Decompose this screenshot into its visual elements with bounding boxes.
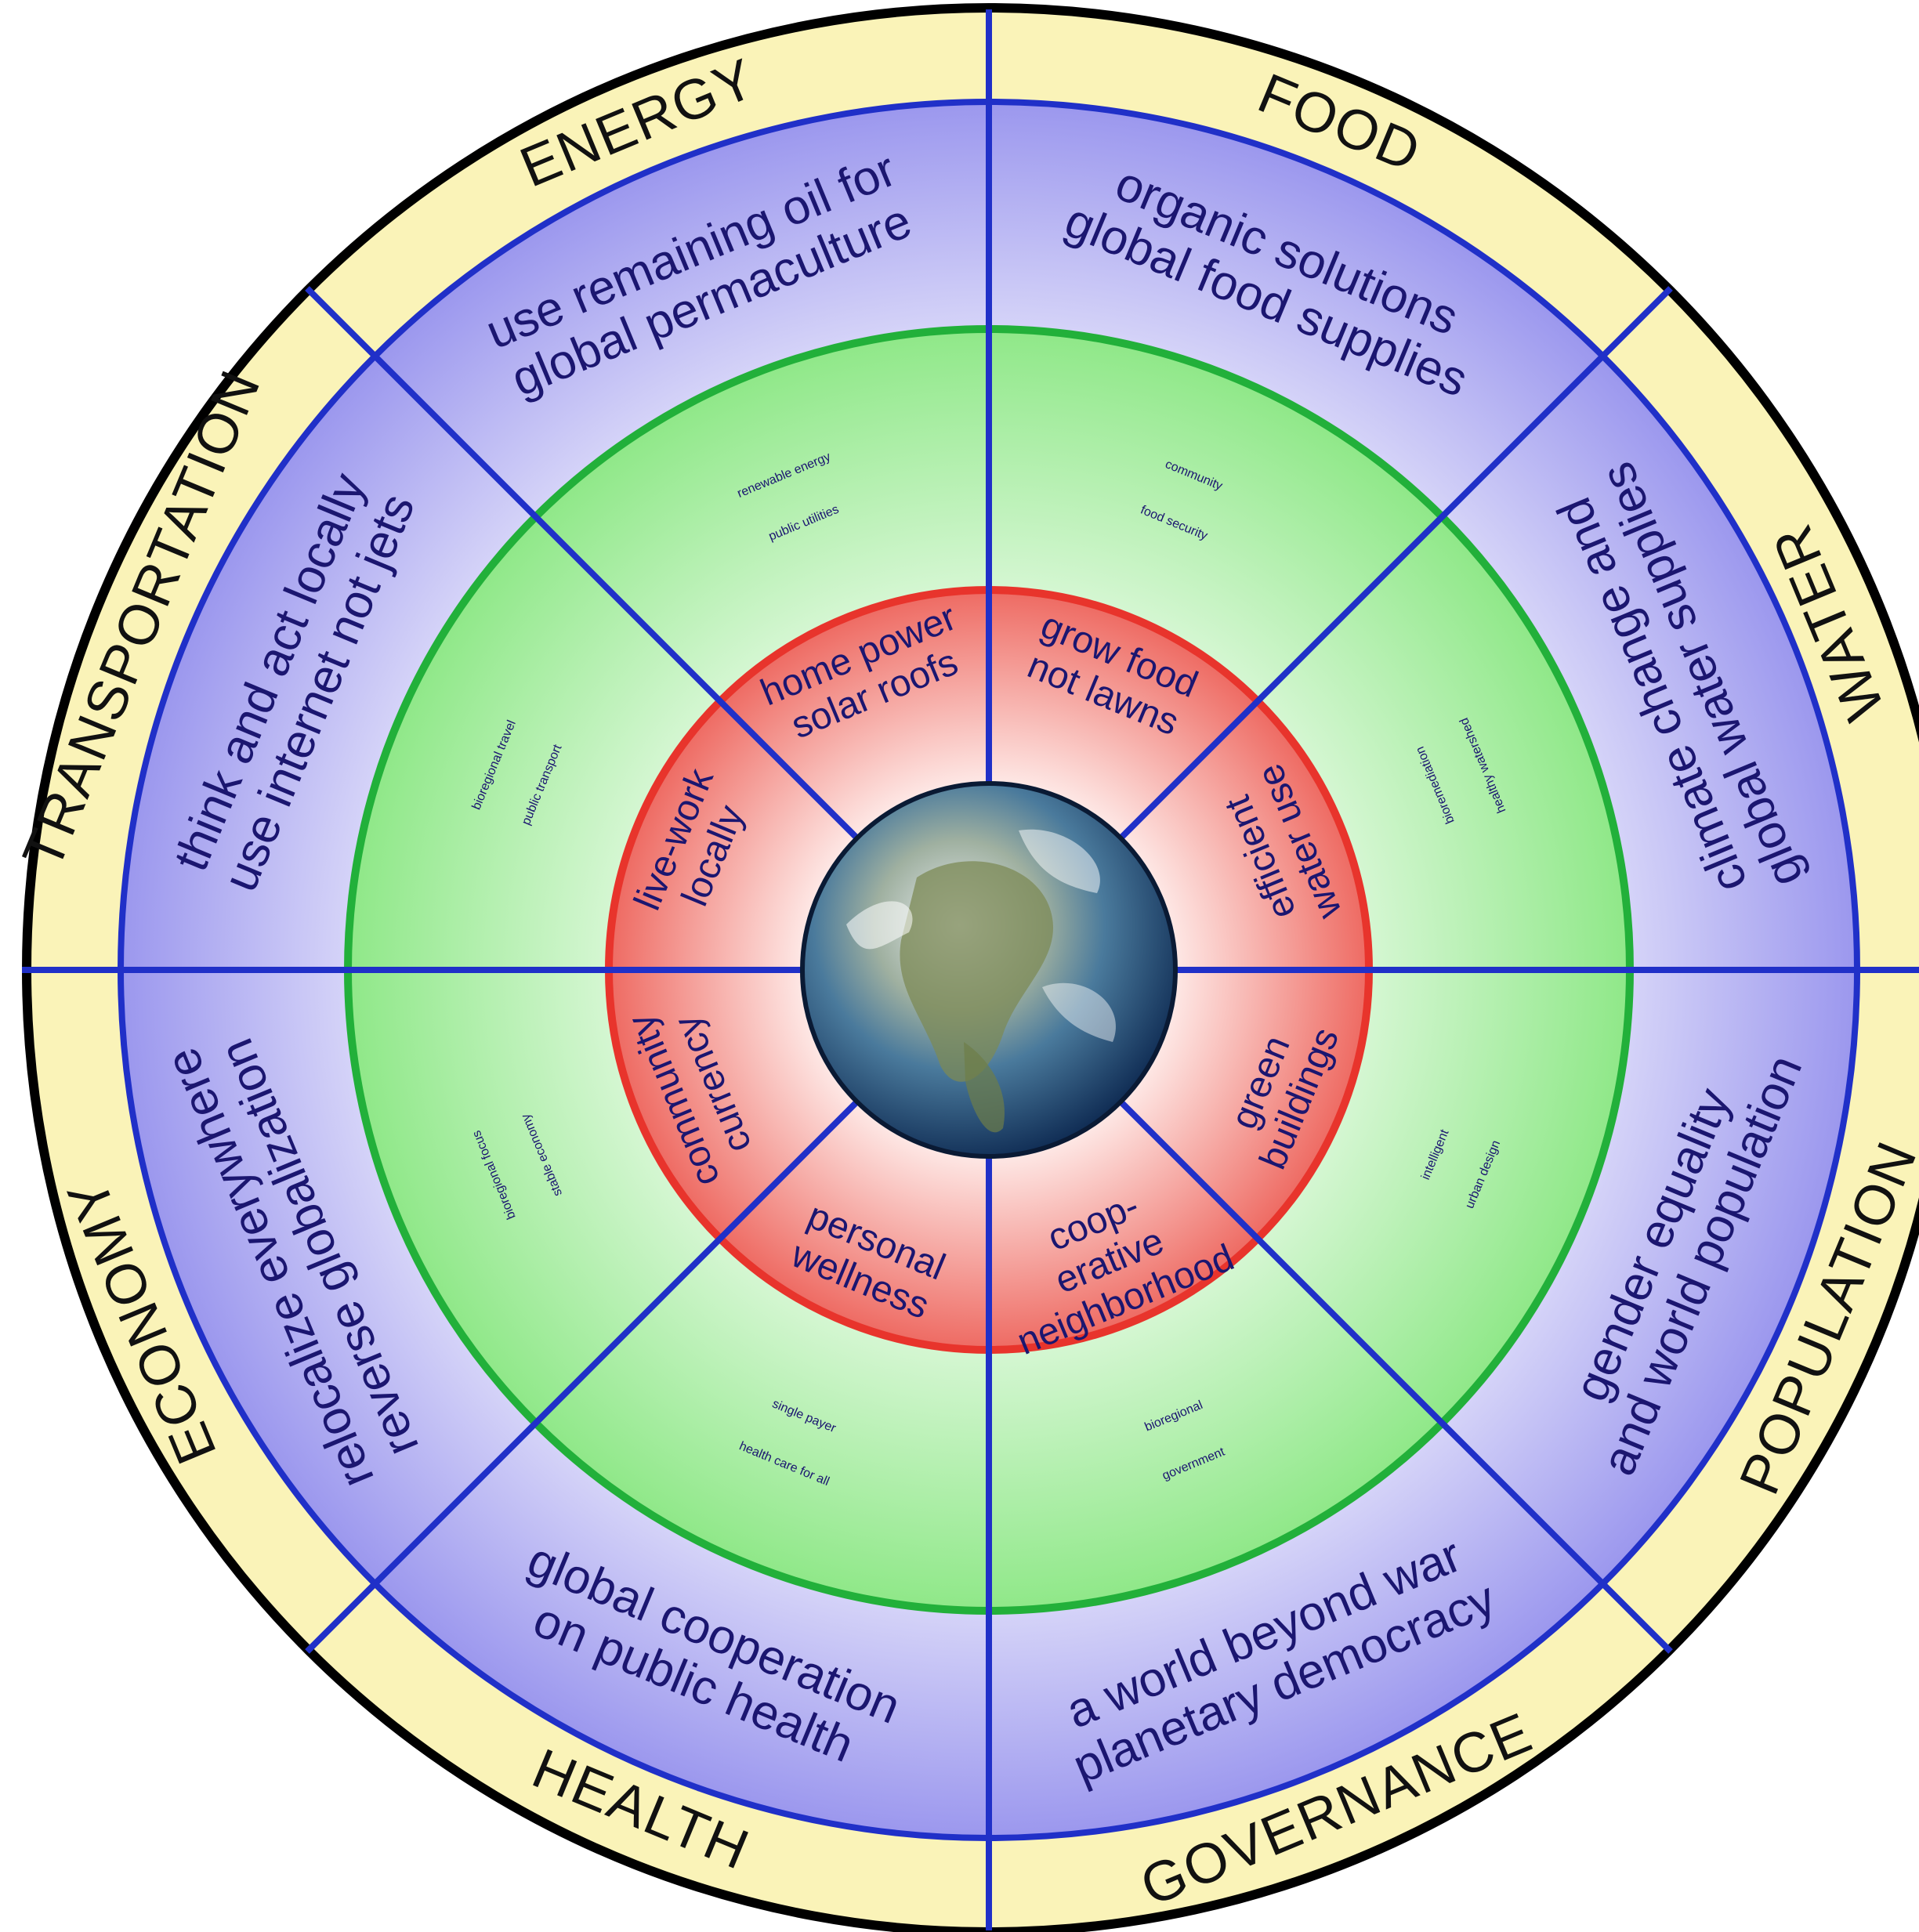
earth-globe-icon [800, 781, 1178, 1159]
